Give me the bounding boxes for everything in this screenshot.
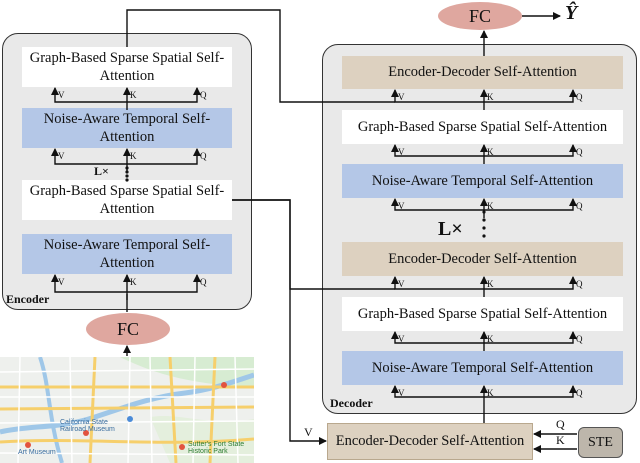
map-label-railroad-museum: California State Railroad Museum <box>60 419 115 434</box>
map-label-sutters-fort: Sutter's Fort State Historic Park <box>188 441 245 456</box>
enc-spatial-top-v-label: V <box>58 90 65 100</box>
dec-repeat-dot <box>482 234 486 238</box>
enc-temporal-bottom-q-label: Q <box>200 277 207 287</box>
decoder-encoder-decoder-attention-top: Encoder-Decoder Self-Attention <box>342 56 623 89</box>
output-y-hat: Ŷ <box>565 2 578 24</box>
decoder-title: Decoder <box>330 396 373 410</box>
decoder-spatial-attention-top: Graph-Based Sparse Spatial Self-Attentio… <box>342 110 623 144</box>
enc-temporal-bottom-k-label: K <box>130 277 137 287</box>
dec-ed-top-q-label: Q <box>576 92 583 102</box>
encoder-decoder-attention-bottom: Encoder-Decoder Self-Attention <box>327 423 533 460</box>
dec-repeat-dot <box>482 210 486 214</box>
decoder-temporal-attention-bottom: Noise-Aware Temporal Self-Attention <box>342 351 623 385</box>
dec-temporal-top-v-wire <box>391 198 484 211</box>
dec-temporal-bottom-k-label: K <box>487 388 494 398</box>
encoder-mid-to-decoder-wire <box>232 199 395 290</box>
input-road-map: California State Railroad Museum Art Mus… <box>0 357 254 463</box>
dec-spatial-top-q-wire <box>484 144 577 157</box>
enc-temporal-top-v-wire <box>51 148 127 165</box>
ste-block: STE <box>578 427 623 458</box>
encoder-title: Encoder <box>6 292 50 306</box>
dec-ed-top-k-label: K <box>487 92 494 102</box>
decoder-spatial-attention-bottom: Graph-Based Sparse Spatial Self-Attentio… <box>342 297 623 331</box>
dec-temporal-top-k-label: K <box>487 201 494 211</box>
encoder-spatial-attention-bottom: Graph-Based Sparse Spatial Self-Attentio… <box>22 180 232 220</box>
dec-temporal-top-q-wire <box>484 198 577 211</box>
decoder-repeat-label: L× <box>438 218 463 240</box>
encoder-top-to-decoder-wire <box>126 9 395 103</box>
dec-ed-mid-q-label: Q <box>576 279 583 289</box>
enc-temporal-bottom-v-wire <box>51 274 127 293</box>
enc-temporal-bottom-v-label: V <box>58 277 65 287</box>
enc-repeat-dot <box>125 174 129 178</box>
enc-repeat-dot <box>125 170 129 174</box>
dec-temporal-top-q-label: Q <box>576 201 583 211</box>
dec-ed-top-v-wire <box>391 89 484 103</box>
enc-repeat-dot <box>125 178 129 182</box>
enc-temporal-bottom-q-wire <box>127 274 201 293</box>
encoder-temporal-attention-top: Noise-Aware Temporal Self-Attention <box>22 108 232 148</box>
enc-spatial-top-k-label: K <box>130 90 137 100</box>
encoder-spatial-attention-top: Graph-Based Sparse Spatial Self-Attentio… <box>22 47 232 87</box>
dec-temporal-bottom-v-label: V <box>398 388 405 398</box>
dec-spatial-mid-k-label: K <box>487 334 494 344</box>
dec-spatial-top-q-label: Q <box>576 147 583 157</box>
dec-spatial-top-v-label: V <box>398 147 405 157</box>
dec-spatial-top-k-label: K <box>487 147 494 157</box>
dec-temporal-bottom-q-wire <box>484 385 577 398</box>
dec-spatial-mid-q-wire <box>484 331 577 344</box>
dec-spatial-mid-v-wire <box>391 331 484 344</box>
dec-ed-mid-k-label: K <box>487 279 494 289</box>
map-label-art-museum: Art Museum <box>18 449 56 456</box>
decoder-temporal-attention-top: Noise-Aware Temporal Self-Attention <box>342 164 623 198</box>
dec-spatial-top-v-wire <box>391 144 484 157</box>
enc-spatial-top-q-label: Q <box>200 90 207 100</box>
fc-input-node: FC <box>86 313 170 345</box>
enc-temporal-top-v-label: V <box>58 151 65 161</box>
dec-ed-top-v-label: V <box>398 92 405 102</box>
dec-temporal-bottom-q-label: Q <box>576 388 583 398</box>
enc-temporal-top-k-label: K <box>130 151 137 161</box>
dec-ed-mid-v-label: V <box>398 279 405 289</box>
bottom-q-label: Q <box>556 417 565 431</box>
encoder-to-bottom-ed-wire <box>232 199 327 445</box>
bottom-v-label: V <box>304 425 313 439</box>
encoder-temporal-attention-bottom: Noise-Aware Temporal Self-Attention <box>22 234 232 274</box>
dec-temporal-bottom-v-wire <box>391 385 484 398</box>
dec-repeat-dot <box>482 226 486 230</box>
enc-temporal-top-q-label: Q <box>200 151 207 161</box>
enc-spatial-top-q-wire <box>127 87 201 103</box>
encoder-repeat-label: L× <box>94 164 109 178</box>
fc-output-node: FC <box>438 2 522 30</box>
dec-spatial-mid-v-label: V <box>398 334 405 344</box>
enc-repeat-dot <box>125 166 129 170</box>
dec-temporal-top-v-label: V <box>398 201 405 211</box>
decoder-encoder-decoder-attention-mid: Encoder-Decoder Self-Attention <box>342 242 623 276</box>
dec-spatial-mid-q-label: Q <box>576 334 583 344</box>
enc-temporal-top-q-wire <box>127 148 201 165</box>
bottom-k-label: K <box>556 433 565 447</box>
enc-spatial-top-v-wire <box>51 87 127 103</box>
dec-ed-mid-v-wire <box>391 276 484 290</box>
dec-ed-mid-q-wire <box>484 276 577 290</box>
dec-ed-top-q-wire <box>484 89 577 103</box>
dec-repeat-dot <box>482 218 486 222</box>
